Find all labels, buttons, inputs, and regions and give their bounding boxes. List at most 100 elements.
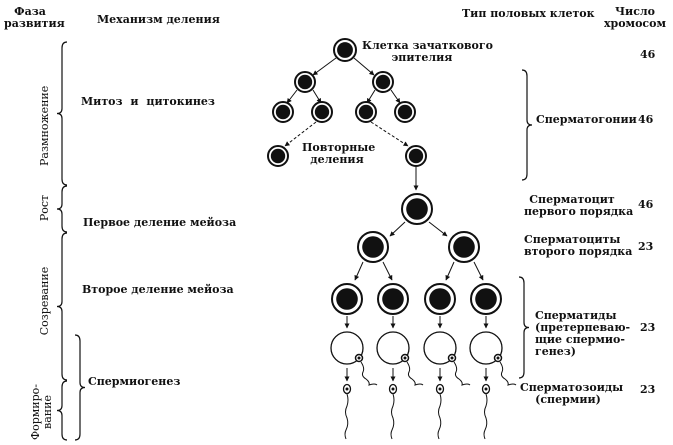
spermatid-body xyxy=(469,331,503,365)
label-germinal-line2: эпителия xyxy=(391,51,453,64)
cell-spermatogonium-nucleus xyxy=(408,148,424,164)
cell-type-secondary-line1: Сперматоциты xyxy=(524,233,621,246)
cell-type-primary-line2: первого порядка xyxy=(524,205,634,218)
spermatozoon-nucleus xyxy=(345,387,349,391)
spermatozoon-tail xyxy=(390,393,395,440)
arrow xyxy=(382,261,393,281)
flagellum xyxy=(360,361,378,386)
arrow xyxy=(312,57,337,76)
cell-spermatid-nucleus xyxy=(475,288,497,310)
arrow xyxy=(428,221,448,237)
label-repeat-line1: Повторные xyxy=(302,141,376,154)
spermatid-body xyxy=(423,331,457,365)
spermatozoon-tail xyxy=(344,393,349,440)
mechanism-spermiogenesis: Спермиогенез xyxy=(88,375,181,388)
cell-spermatid-nucleus xyxy=(336,288,358,310)
spermatid-body xyxy=(376,331,410,365)
cell-spermatogonium-nucleus xyxy=(397,104,413,120)
acrosome-nucleus xyxy=(403,356,407,360)
header-phase: Фаза развития xyxy=(4,6,65,30)
cell-type-spermatozoa-line2: (спермии) xyxy=(535,393,601,406)
cell-spermatogonium-nucleus xyxy=(314,104,330,120)
cell-type-spermatids-line1: Сперматиды xyxy=(535,309,617,322)
cell-type-spermatozoa-line1: Сперматозоиды xyxy=(520,381,624,394)
cell-secondary-spermatocyte-nucleus xyxy=(453,236,475,258)
cell-spermatid-differentiating xyxy=(330,331,378,386)
mechanism-mitosis: Митоз и цитокинез xyxy=(81,95,215,108)
header-chromosomes-line2: хромосом xyxy=(603,17,667,30)
spermatozoon xyxy=(481,383,491,440)
cell-type-spermatids-line3: щие спермио- xyxy=(535,333,625,346)
cell-primary-spermatocyte xyxy=(401,193,433,225)
mechanism-meiosis2: Второе деление мейоза xyxy=(82,283,234,296)
mechanism-meiosis1: Первое деление мейоза xyxy=(83,216,237,229)
brace-spermiogenesis xyxy=(74,334,86,441)
chromosomes-germinal: 46 xyxy=(640,48,656,61)
acrosome-nucleus xyxy=(357,356,361,360)
arrow xyxy=(473,261,484,281)
cell-spermatid-differentiating xyxy=(376,331,424,386)
brace-formation xyxy=(56,380,68,441)
cell-germinal xyxy=(333,38,357,62)
cell-spermatid-differentiating xyxy=(423,331,471,386)
label-repeat-divisions: Повторные деления xyxy=(302,141,376,166)
label-germinal-line1: Клетка зачаткового xyxy=(362,39,493,52)
spermatozoon-nucleus xyxy=(438,387,442,391)
cell-spermatogonium-nucleus xyxy=(270,148,286,164)
cell-spermatid xyxy=(424,283,456,315)
cell-spermatid-nucleus xyxy=(382,288,404,310)
label-germinal-cell: Клетка зачаткового эпителия xyxy=(362,39,493,64)
cell-spermatogonium xyxy=(372,71,394,93)
chromosomes-primary-spermatocyte: 46 xyxy=(638,198,654,211)
arrow xyxy=(445,261,455,281)
cell-primary-spermatocyte-nucleus xyxy=(406,198,428,220)
acrosome-nucleus xyxy=(450,356,454,360)
spermatid-body xyxy=(330,331,364,365)
brace-spermatids xyxy=(518,276,530,379)
arrow xyxy=(390,89,401,104)
brace-maturation xyxy=(56,232,68,381)
chromosomes-secondary-spermatocytes: 23 xyxy=(638,240,654,253)
cell-type-secondary-line2: второго порядка xyxy=(524,245,633,258)
header-phase-line2: развития xyxy=(4,17,65,30)
cell-spermatid xyxy=(470,283,502,315)
spermatozoon-nucleus xyxy=(484,387,488,391)
cell-type-secondary-spermatocytes: Сперматоциты второго порядка xyxy=(524,233,633,258)
chromosomes-spermatozoa: 23 xyxy=(640,383,656,396)
cell-germinal-nucleus xyxy=(337,42,353,58)
cell-type-spermatids-line4: генез) xyxy=(535,345,577,358)
cell-spermatogonium-nucleus xyxy=(275,104,291,120)
chromosomes-spermatogonia: 46 xyxy=(638,113,654,126)
brace-growth xyxy=(56,185,68,233)
cell-type-primary-spermatocyte: Сперматоцит первого порядка xyxy=(524,193,634,218)
cell-type-spermatids: Сперматиды (претерпеваю- щие спермио- ге… xyxy=(535,310,630,358)
arrow xyxy=(389,221,406,237)
arrow xyxy=(353,57,375,76)
cell-spermatogonium xyxy=(311,101,333,123)
flagellum xyxy=(406,361,424,386)
cell-spermatid xyxy=(331,283,363,315)
cell-spermatogonium xyxy=(294,71,316,93)
label-repeat-line2: деления xyxy=(310,153,364,166)
arrow xyxy=(366,89,376,104)
spermatozoon-tail xyxy=(437,393,442,440)
cell-type-spermatogonia: Сперматогонии xyxy=(536,113,637,126)
arrow xyxy=(354,261,364,281)
cell-spermatid-differentiating xyxy=(469,331,517,386)
header-cell-type: Тип половых клеток xyxy=(462,7,595,20)
arrow xyxy=(286,89,298,104)
cell-secondary-spermatocyte xyxy=(357,231,389,263)
cell-spermatogonium xyxy=(355,101,377,123)
arrow xyxy=(284,121,317,147)
chromosomes-spermatids: 23 xyxy=(640,321,656,334)
arrow xyxy=(370,121,409,147)
spermatozoon xyxy=(435,383,445,440)
header-chromosomes: Число хромосом xyxy=(600,6,670,30)
cell-type-primary-line1: Сперматоцит xyxy=(529,193,615,206)
header-chromosomes-line1: Число xyxy=(615,5,655,18)
spermatozoon xyxy=(388,383,398,440)
cell-type-spermatids-line2: (претерпеваю- xyxy=(535,321,631,334)
flagellum xyxy=(499,361,517,386)
cell-spermatogonium xyxy=(405,145,427,167)
